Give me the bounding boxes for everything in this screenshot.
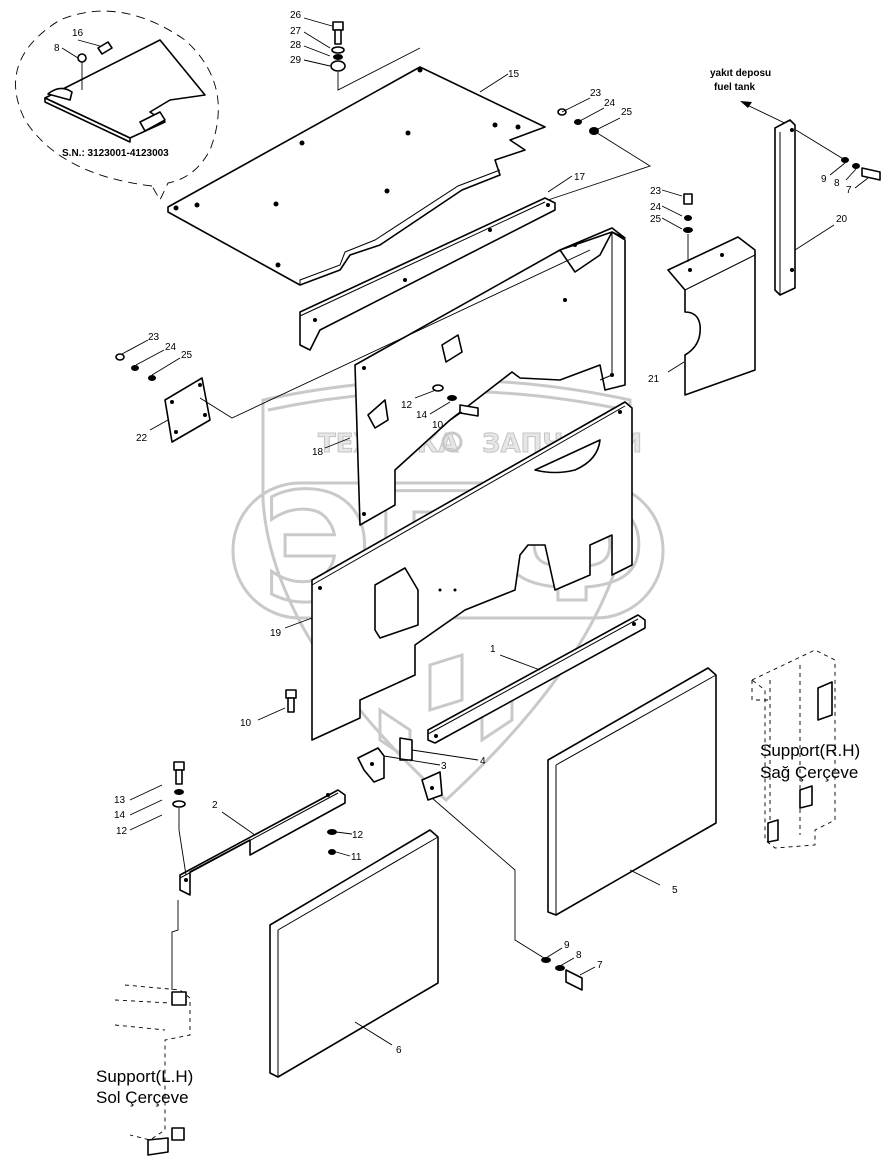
support-lh-label-en: Support(L.H) bbox=[96, 1067, 193, 1086]
brackets-3-4: 3 4 bbox=[357, 737, 545, 959]
part-29-nut bbox=[330, 60, 346, 72]
callout-24-right: 24 bbox=[650, 202, 662, 213]
part-26-bolt-head bbox=[332, 21, 344, 31]
part-16-bolt bbox=[97, 41, 113, 55]
part-10-bolt-upper bbox=[459, 404, 479, 417]
part-23-bolt-right bbox=[683, 193, 693, 205]
serial-note: S.N.: 3123001-4123003 bbox=[62, 148, 169, 159]
callout-23-upper: 23 bbox=[590, 88, 602, 99]
part-1-rail: 1 bbox=[427, 614, 646, 744]
callout-14-lower: 14 bbox=[114, 810, 126, 821]
bolt-group-10-12-14: 12 14 10 bbox=[401, 384, 479, 431]
callout-24-upper: 24 bbox=[604, 98, 616, 109]
fuel-tank-label-tr: yakıt deposu bbox=[710, 68, 771, 79]
part-11-nut bbox=[328, 849, 336, 855]
callout-7-lower: 7 bbox=[597, 960, 603, 971]
support-rh-label-tr: Sağ Çerçeve bbox=[760, 763, 858, 782]
part-15-top-plate: 15 bbox=[167, 66, 546, 286]
callout-25-left: 25 bbox=[181, 350, 193, 361]
callout-18: 18 bbox=[312, 447, 324, 458]
callout-1: 1 bbox=[490, 644, 496, 655]
washer-group-upper: 23 24 25 bbox=[547, 88, 652, 201]
callout-15: 15 bbox=[508, 69, 520, 80]
callout-13: 13 bbox=[114, 795, 126, 806]
callout-10-lower: 10 bbox=[240, 718, 252, 729]
detail-bubble: 16 8 S.N.: 3123001-4123003 bbox=[15, 10, 219, 201]
callout-6: 6 bbox=[396, 1045, 402, 1056]
callout-22: 22 bbox=[136, 433, 148, 444]
callout-23-right: 23 bbox=[650, 186, 662, 197]
callout-29: 29 bbox=[290, 55, 302, 66]
support-lh-label-tr: Sol Çerçeve bbox=[96, 1088, 189, 1107]
support-lh: Support(L.H) Sol Çerçeve bbox=[96, 900, 193, 1156]
callout-9-lower: 9 bbox=[564, 940, 570, 951]
callout-12-lower: 12 bbox=[116, 826, 128, 837]
part-19-main-panel: 19 bbox=[270, 401, 633, 741]
callout-12-upper: 12 bbox=[401, 400, 413, 411]
part-22-cover-plate: 23 24 25 22 bbox=[115, 249, 591, 444]
bolt-stack-26-29: 26 27 28 29 bbox=[290, 10, 421, 91]
part-13-bolt bbox=[173, 761, 185, 771]
fuel-tank-label-en: fuel tank bbox=[714, 82, 756, 93]
part-21-side-cover: 23 24 25 21 bbox=[648, 186, 756, 396]
callout-14-upper: 14 bbox=[416, 410, 428, 421]
callout-25-upper: 25 bbox=[621, 107, 633, 118]
detail-hook bbox=[47, 87, 73, 101]
part-5-panel: 5 bbox=[547, 667, 717, 916]
arrow-head-icon bbox=[740, 101, 752, 108]
part-28-washer bbox=[333, 54, 343, 60]
callout-20: 20 bbox=[836, 214, 848, 225]
callout-10-upper: 10 bbox=[432, 420, 444, 431]
callout-3: 3 bbox=[441, 761, 447, 772]
callout-9-upper: 9 bbox=[821, 174, 827, 185]
support-rh: Support(R.H) Sağ Çerçeve bbox=[751, 649, 860, 849]
callout-4: 4 bbox=[480, 756, 486, 767]
callout-25-right: 25 bbox=[650, 214, 662, 225]
part-7-bolt-upper bbox=[861, 167, 881, 181]
callout-26: 26 bbox=[290, 10, 302, 21]
callout-7-upper: 7 bbox=[846, 185, 852, 196]
callout-2: 2 bbox=[212, 800, 218, 811]
part-14-washer bbox=[174, 789, 184, 795]
callout-27: 27 bbox=[290, 26, 302, 37]
callout-5: 5 bbox=[672, 885, 678, 896]
part-12-washer bbox=[172, 800, 186, 808]
callout-8-lower: 8 bbox=[576, 950, 582, 961]
part-20-strip: 20 9 8 7 bbox=[774, 119, 881, 296]
part-27-washer bbox=[331, 46, 345, 54]
detail-plate-corner bbox=[44, 39, 206, 139]
callout-11: 11 bbox=[351, 852, 362, 863]
part-2-rail: 2 13 14 12 12 11 bbox=[114, 761, 364, 896]
callout-23-left: 23 bbox=[148, 332, 160, 343]
part-18-panel: 18 bbox=[312, 227, 626, 526]
callout-24-left: 24 bbox=[165, 342, 177, 353]
callout-21: 21 bbox=[648, 374, 660, 385]
part-19-cutout bbox=[374, 567, 419, 639]
detail-bracket bbox=[139, 111, 166, 132]
callout-16: 16 bbox=[72, 28, 84, 39]
callout-17: 17 bbox=[574, 172, 586, 183]
part-17-bracket: 17 bbox=[299, 172, 586, 351]
callout-8-upper: 8 bbox=[834, 178, 840, 189]
callout-28: 28 bbox=[290, 40, 302, 51]
part-6-panel: 6 bbox=[269, 829, 439, 1078]
part-8-washer bbox=[77, 53, 87, 63]
fuel-tank-reference: yakıt deposu fuel tank bbox=[710, 68, 796, 129]
callout-12-right: 12 bbox=[352, 830, 364, 841]
support-rh-label-en: Support(R.H) bbox=[760, 741, 860, 760]
callout-8-detail: 8 bbox=[54, 43, 60, 54]
part-18-bracket-tab bbox=[441, 334, 463, 363]
bolt-group-7-8-9-lower: 9 8 7 bbox=[541, 940, 603, 991]
callout-19: 19 bbox=[270, 628, 282, 639]
part-10-bolt-lower: 10 bbox=[240, 689, 297, 729]
